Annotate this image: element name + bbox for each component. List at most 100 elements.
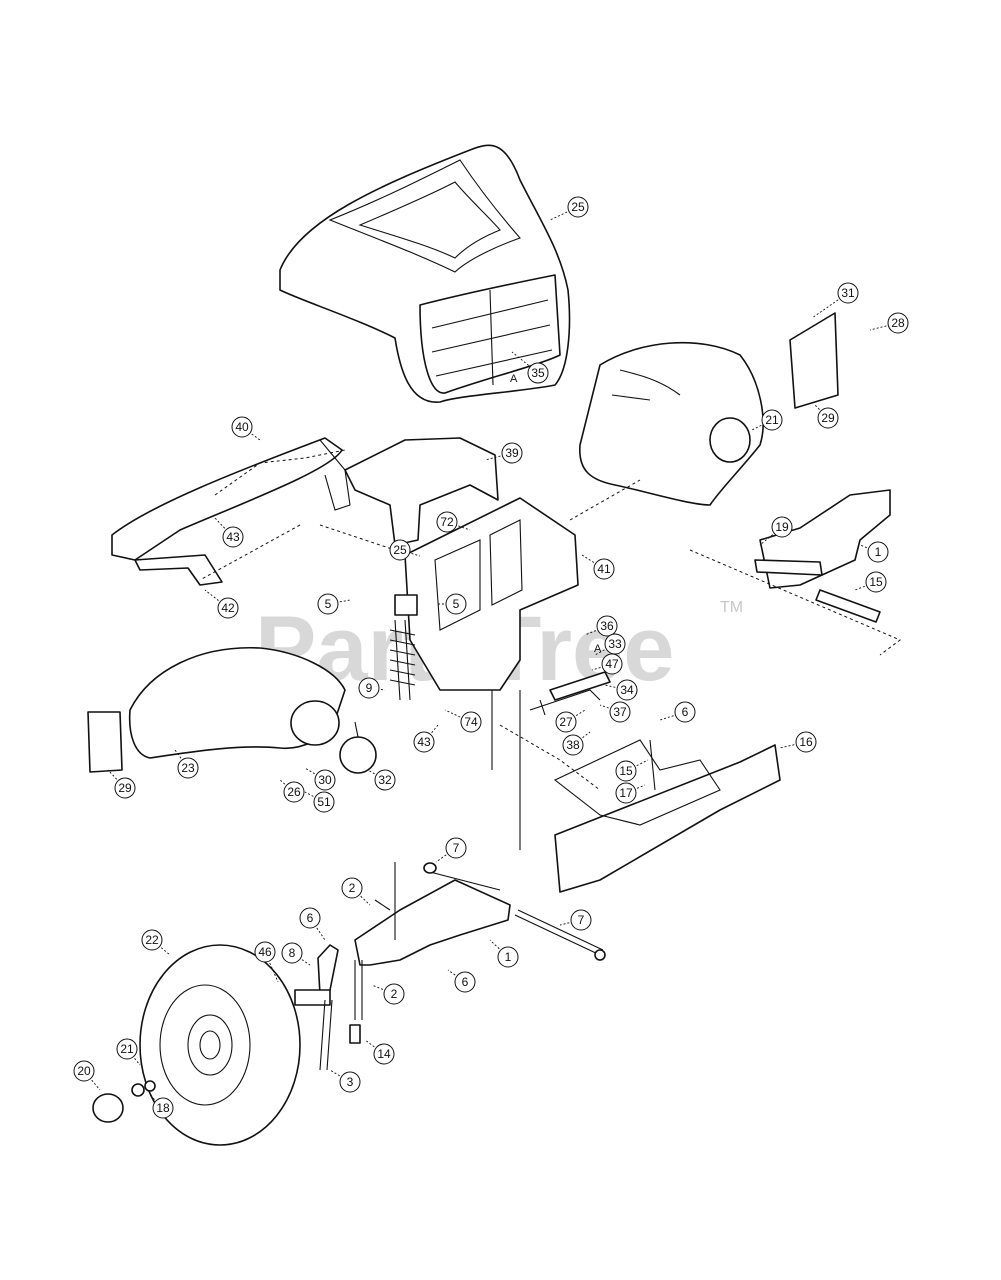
part-callout[interactable]: 27 (555, 709, 586, 733)
callout-number: 3 (347, 1075, 354, 1089)
part-callout[interactable]: 7 (559, 909, 592, 931)
part-callout[interactable]: 6 (659, 701, 696, 723)
callout-leader-line (447, 969, 466, 983)
callout-bubble (313, 791, 335, 813)
callout-bubble (413, 731, 435, 753)
part-callout[interactable]: 14 (364, 1039, 395, 1065)
callout-bubble (339, 1071, 361, 1093)
part-callout[interactable]: 16 (779, 731, 817, 753)
callout-number: 14 (377, 1047, 391, 1061)
part-callout[interactable]: 29 (814, 404, 839, 429)
part-callout[interactable]: 33 (594, 633, 626, 656)
part-callout[interactable]: 6 (447, 969, 476, 993)
callout-leader-line (559, 919, 582, 926)
reference-letter-a-hood: A (510, 373, 518, 385)
callout-bubble (771, 516, 793, 538)
callout-number: 33 (608, 637, 622, 651)
part-callout[interactable]: 39 (484, 442, 523, 464)
part-callout[interactable]: 2 (341, 877, 371, 906)
callout-bubble (460, 711, 482, 733)
callout-number: 15 (869, 575, 883, 589)
part-callout[interactable]: 30 (304, 767, 336, 791)
callout-bubble (217, 597, 239, 619)
part-callout[interactable]: 25 (549, 196, 589, 221)
part-callout[interactable]: 23 (174, 749, 199, 779)
callout-bubble (501, 442, 523, 464)
part-callout[interactable]: 40 (231, 416, 261, 441)
part-callout[interactable]: 15 (615, 759, 649, 782)
callout-bubble (497, 946, 519, 968)
part-callout[interactable]: 43 (413, 724, 439, 753)
part-callout[interactable]: 8 (281, 942, 311, 966)
callout-number: 21 (765, 413, 779, 427)
part-callout[interactable]: 38 (562, 731, 591, 756)
part-callout[interactable]: 3 (329, 1069, 361, 1093)
spindle-part (294, 944, 363, 1071)
callout-number: 22 (145, 933, 159, 947)
part-callout[interactable]: 42 (204, 589, 239, 619)
part-callout[interactable]: 28 (869, 312, 909, 334)
callout-number: 20 (77, 1064, 91, 1078)
callout-bubble (389, 539, 411, 561)
part-callout[interactable]: 37 (599, 701, 631, 723)
part-callout[interactable]: 43 (214, 517, 244, 548)
part-callout[interactable]: 22 (141, 929, 171, 956)
part-callout[interactable]: 34 (604, 679, 638, 701)
callout-number: 6 (682, 705, 689, 719)
callout-bubble (374, 769, 396, 791)
part-callout[interactable]: 72 (436, 511, 471, 533)
callout-bubble (373, 1043, 395, 1065)
callout-bubble (317, 593, 339, 615)
callout-bubble (616, 679, 638, 701)
callout-number: 9 (366, 681, 373, 695)
part-callout[interactable]: 46 (254, 941, 279, 983)
part-callout[interactable]: 25 (389, 539, 421, 561)
callout-number: 6 (307, 911, 314, 925)
callout-bubble (570, 909, 592, 931)
part-callout[interactable]: 26 (279, 779, 305, 803)
part-callout[interactable]: 21 (751, 409, 783, 431)
part-callout[interactable]: 29 (107, 769, 136, 799)
shock-spring-part (389, 594, 418, 701)
part-callout[interactable]: 51 (304, 791, 335, 813)
callout-number: 42 (221, 601, 235, 615)
part-callout[interactable]: 20 (73, 1060, 101, 1091)
part-callout[interactable]: 17 (615, 782, 646, 804)
part-callout[interactable]: 5 (317, 593, 351, 615)
part-callout[interactable]: 9 (358, 677, 386, 699)
part-callout[interactable]: 47 (591, 653, 623, 675)
callout-number: 25 (571, 200, 585, 214)
part-callout[interactable]: 36 (584, 615, 618, 637)
callout-leader-line (591, 663, 613, 671)
callout-bubble (254, 941, 276, 963)
callout-number: 30 (318, 773, 332, 787)
part-callout[interactable]: 32 (367, 769, 396, 791)
callout-number: 27 (559, 715, 573, 729)
callout-bubble (283, 781, 305, 803)
part-callout[interactable]: 41 (581, 554, 615, 580)
callout-bubble (761, 409, 783, 431)
callout-bubble (567, 196, 589, 218)
main-frame-part (404, 497, 579, 691)
part-callout[interactable]: 1 (489, 939, 519, 968)
callout-bubble (436, 511, 458, 533)
part-callout[interactable]: 74 (444, 709, 482, 733)
part-callout[interactable]: 31 (811, 282, 859, 319)
part-callout[interactable]: 7 (435, 837, 467, 863)
part-callout[interactable]: 2 (371, 983, 405, 1005)
front-wheel-part (139, 944, 301, 1146)
part-callout[interactable]: 19 (759, 516, 793, 546)
part-callout[interactable]: 21 (116, 1038, 141, 1066)
part-callout[interactable]: 1 (859, 541, 889, 563)
callout-bubble (281, 942, 303, 964)
callout-number: 39 (505, 446, 519, 460)
part-callout[interactable]: 35 (511, 351, 549, 384)
part-callout[interactable]: 5 (438, 593, 467, 615)
part-callout[interactable]: 15 (854, 571, 887, 593)
part-callout[interactable]: 18 (149, 1094, 174, 1119)
part-callout[interactable]: 6 (299, 907, 326, 941)
callout-bubble (114, 777, 136, 799)
callout-bubble (73, 1060, 95, 1082)
callout-number: 51 (317, 795, 331, 809)
